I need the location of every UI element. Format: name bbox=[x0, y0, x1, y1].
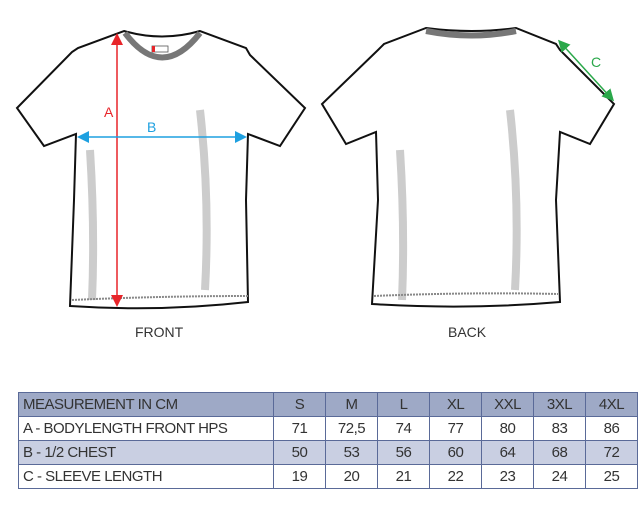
cell: 86 bbox=[585, 416, 638, 441]
table-row: A - BODYLENGTH FRONT HPS 71 72,5 74 77 8… bbox=[18, 416, 638, 441]
back-label: BACK bbox=[448, 324, 487, 340]
size-chart-table: MEASUREMENT IN CM S M L XL XXL 3XL 4XL A… bbox=[18, 392, 638, 489]
row-label: C - SLEEVE LENGTH bbox=[18, 464, 274, 489]
cell: 50 bbox=[273, 440, 326, 465]
cell: 77 bbox=[429, 416, 482, 441]
cell: 23 bbox=[481, 464, 534, 489]
cell: 71 bbox=[273, 416, 326, 441]
cell: 74 bbox=[377, 416, 430, 441]
header-cell: S bbox=[273, 392, 326, 417]
measurement-c-arrow bbox=[557, 39, 615, 102]
cell: 19 bbox=[273, 464, 326, 489]
front-shirt bbox=[15, 29, 307, 310]
row-label: B - 1/2 CHEST bbox=[18, 440, 274, 465]
table-row: C - SLEEVE LENGTH 19 20 21 22 23 24 25 bbox=[18, 464, 638, 489]
cell: 72,5 bbox=[325, 416, 378, 441]
header-cell: 3XL bbox=[533, 392, 586, 417]
cell: 80 bbox=[481, 416, 534, 441]
marker-b: B bbox=[147, 119, 157, 135]
header-cell: XL bbox=[429, 392, 482, 417]
header-cell: 4XL bbox=[585, 392, 638, 417]
cell: 68 bbox=[533, 440, 586, 465]
tshirt-illustration bbox=[15, 26, 616, 310]
header-cell: L bbox=[377, 392, 430, 417]
cell: 56 bbox=[377, 440, 430, 465]
header-cell: XXL bbox=[481, 392, 534, 417]
table-header-row: MEASUREMENT IN CM S M L XL XXL 3XL 4XL bbox=[18, 392, 638, 417]
marker-c: C bbox=[591, 54, 602, 70]
row-label: A - BODYLENGTH FRONT HPS bbox=[18, 416, 274, 441]
cell: 22 bbox=[429, 464, 482, 489]
cell: 83 bbox=[533, 416, 586, 441]
cell: 25 bbox=[585, 464, 638, 489]
table-row: B - 1/2 CHEST 50 53 56 60 64 68 72 bbox=[18, 440, 638, 465]
cell: 24 bbox=[533, 464, 586, 489]
cell: 72 bbox=[585, 440, 638, 465]
back-shirt bbox=[320, 26, 616, 308]
cell: 20 bbox=[325, 464, 378, 489]
cell: 64 bbox=[481, 440, 534, 465]
header-cell: MEASUREMENT IN CM bbox=[18, 392, 274, 417]
header-cell: M bbox=[325, 392, 378, 417]
cell: 60 bbox=[429, 440, 482, 465]
cell: 53 bbox=[325, 440, 378, 465]
cell: 21 bbox=[377, 464, 430, 489]
front-label: FRONT bbox=[135, 324, 184, 340]
marker-a: A bbox=[104, 104, 114, 120]
